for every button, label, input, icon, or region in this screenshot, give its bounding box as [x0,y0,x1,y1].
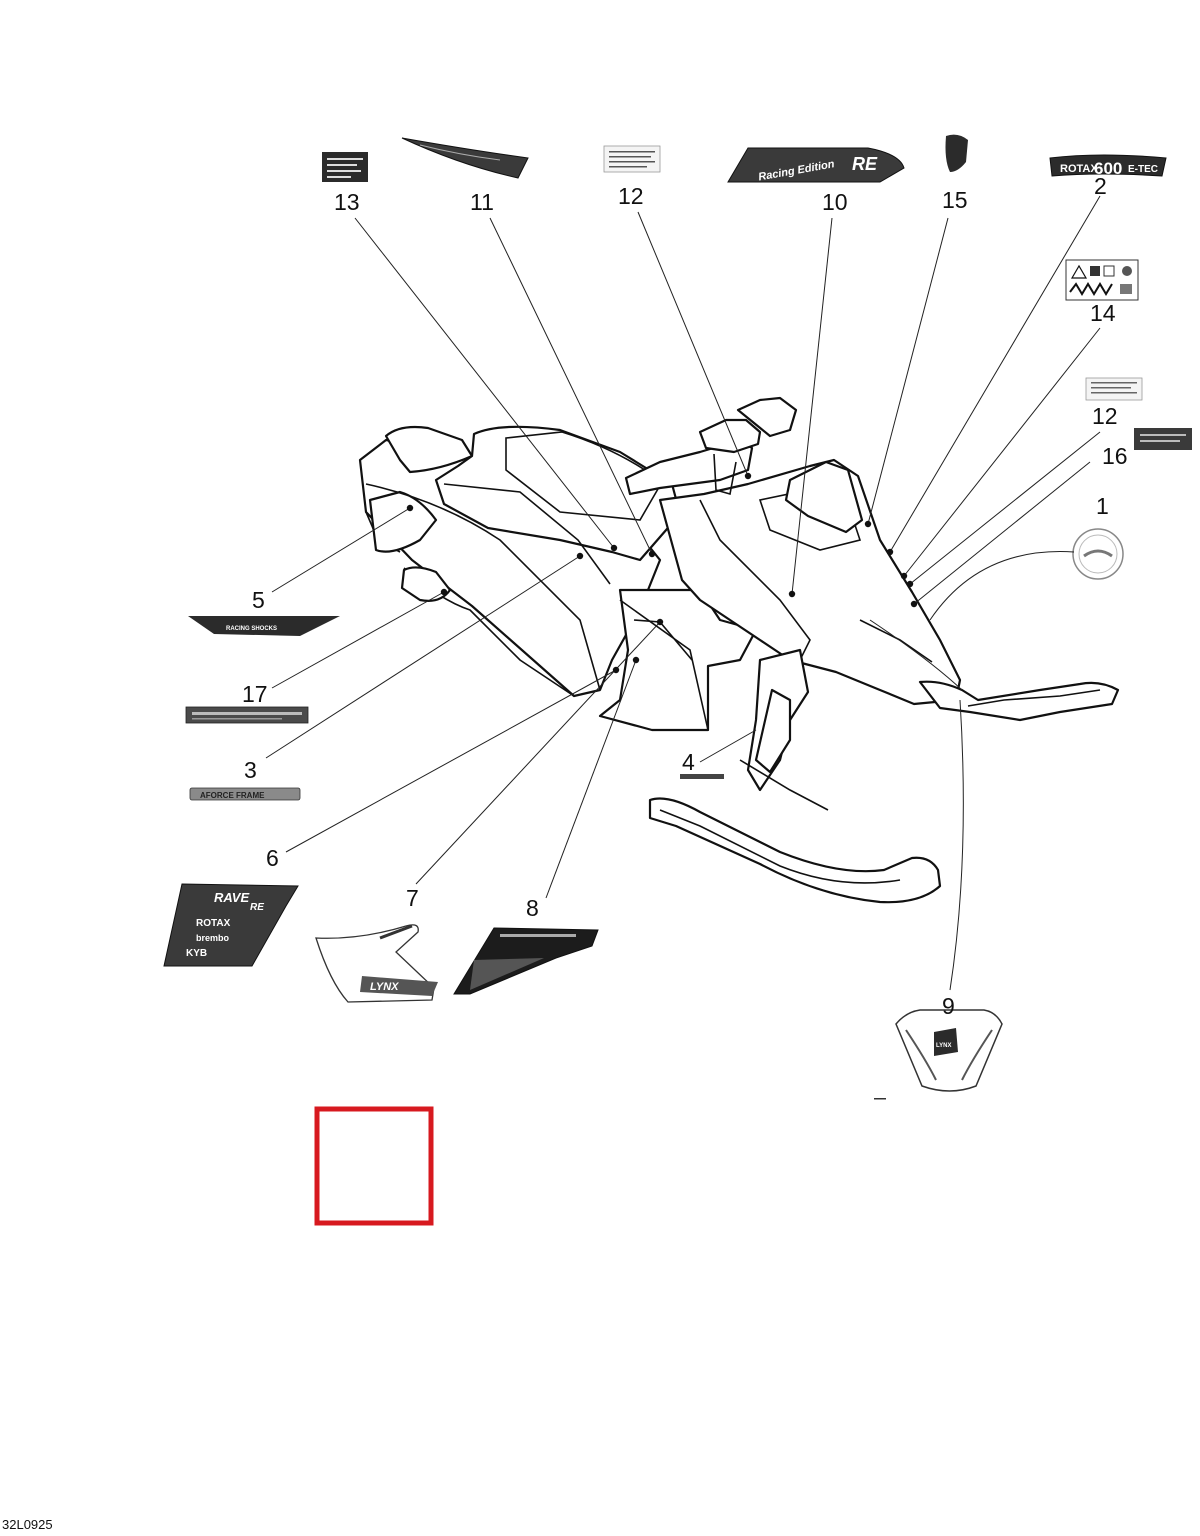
decal-12-label-top [603,145,661,173]
rave-brembo-text: brembo [196,933,230,943]
re-badge-text: RE [852,154,878,174]
callout-16: 16 [1102,443,1128,469]
callout-8: 8 [526,895,539,921]
callout-15: 15 [942,187,968,213]
callout-1: 1 [1096,493,1109,519]
callout-17: 17 [242,681,268,707]
callout-6: 6 [266,845,279,871]
attachment-dots [406,472,918,674]
decal-6-rave-panel: RAVE RE ROTAX brembo KYB [163,883,299,967]
decal-16-label [1134,428,1192,450]
decal-3-aforce-frame: AFORCE FRAME [189,787,301,801]
decal-9-nose: LYNX [895,1009,1003,1092]
rave-rotax-text: ROTAX [196,918,231,929]
callout-14: 14 [1090,300,1116,326]
callout-12-right: 12 [1092,403,1118,429]
highlight-box [314,1106,434,1226]
decal-7-lynx-panel: LYNX [315,924,438,1003]
decal-15-shield [945,134,968,172]
decal-8-dark-panel [453,927,599,995]
rave-title-text: RAVE [214,890,249,905]
callout-11: 11 [470,189,494,215]
scale-mark [874,1098,886,1100]
callout-9: 9 [942,993,955,1019]
decal-12-label-right [1085,377,1143,401]
callout-12-top: 12 [618,183,644,209]
decal-1-brp-emblem [1072,528,1124,580]
rave-badge-text: RE [250,902,264,913]
rave-kyb-text: KYB [186,948,207,959]
decal-11-stripe [401,137,529,179]
lynx-text: LYNX [370,981,399,993]
callout-13: 13 [334,189,360,215]
nose-lynx-text: LYNX [936,1043,951,1049]
rotax-brand-text: ROTAX [1060,163,1098,175]
callout-10: 10 [822,189,848,215]
decal-13-label [322,152,368,182]
decal-14-warning-label [1065,259,1139,301]
callout-5: 5 [252,587,265,613]
aforce-frame-text: AFORCE FRAME [200,791,265,800]
rotax-suffix-text: E-TEC [1128,164,1158,175]
decal-2-rotax-600: ROTAX 600 E-TEC [1049,154,1167,178]
callout-numbers: 13 11 12 10 15 2 14 12 16 1 5 17 3 4 6 7… [242,173,1128,1019]
callout-3: 3 [244,757,257,783]
decal-5-racing-shocks: RACING SHOCKS [188,616,340,636]
decal-10-racing-edition: Racing Edition RE [727,147,905,183]
snowmobile-outline [358,396,1120,904]
decal-17-stripe [185,706,309,724]
rotax-model-text: 600 [1094,159,1122,178]
diagram-code: 32L0925 [2,1517,53,1532]
callout-4: 4 [682,749,695,775]
racing-shocks-text: RACING SHOCKS [226,626,277,632]
decal-4-stripe [680,774,724,779]
callout-7: 7 [406,885,419,911]
callout-2: 2 [1094,173,1107,199]
leader-lines [265,195,1101,991]
